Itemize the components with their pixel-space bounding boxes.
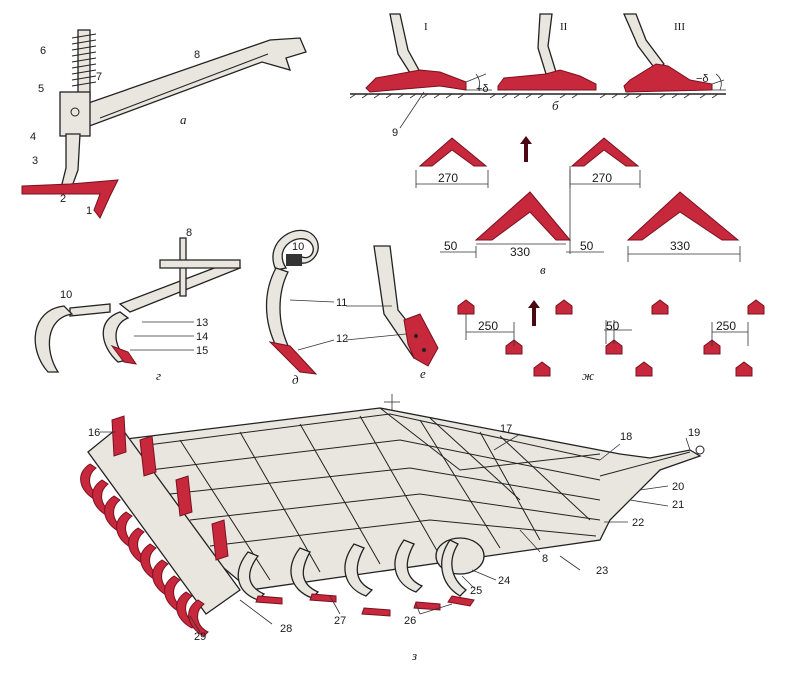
dim-50-left: 50 (444, 239, 458, 253)
label-2: 2 (60, 193, 66, 205)
sweep-III (623, 63, 713, 93)
sweep-II (497, 69, 597, 91)
label-11: 11 (336, 297, 347, 309)
panel-label-e: е (420, 366, 426, 381)
label-13: 13 (196, 317, 208, 329)
panel-zh-spacing: 250 50 250 ж (457, 299, 765, 383)
label-7: 7 (96, 71, 102, 83)
label-25: 25 (470, 585, 482, 597)
dim-250-right: 250 (716, 319, 736, 333)
panel-label-v: в (540, 262, 546, 277)
panel-label-b: б (552, 98, 559, 113)
label-29: 29 (194, 631, 206, 643)
tine-spring-10 (34, 305, 74, 373)
sweep-I (365, 69, 467, 93)
label-5: 5 (38, 83, 44, 95)
s-tine-11 (265, 267, 292, 351)
angle-minus-delta: −δ (696, 73, 709, 85)
dim-50-zh: 50 (606, 319, 620, 333)
tine-tips-26 (255, 593, 475, 617)
rake-harrow-teeth-29 (80, 415, 229, 637)
label-3: 3 (32, 155, 38, 167)
label-18: 18 (620, 431, 632, 443)
label-12: 12 (336, 333, 348, 345)
spring-rod-6 (77, 29, 91, 99)
panel-label-zh: ж (582, 368, 594, 383)
sweep-330-right (626, 191, 740, 241)
label-8-a: 8 (194, 49, 200, 61)
dim-270-left: 270 (438, 171, 458, 185)
sweep-blade-1 (21, 179, 119, 219)
label-20: 20 (672, 481, 684, 493)
label-17: 17 (500, 423, 512, 435)
label-8-g: 8 (186, 227, 192, 239)
label-10-g: 10 (60, 289, 72, 301)
label-1: 1 (86, 205, 92, 217)
dim-330-mid: 330 (510, 245, 530, 259)
label-27: 27 (334, 615, 346, 627)
label-28: 28 (280, 623, 292, 635)
roman-III: III (674, 21, 685, 33)
rake-harrow-bar (87, 425, 241, 615)
label-23: 23 (596, 565, 608, 577)
label-6: 6 (40, 45, 46, 57)
sweep-270-right (570, 137, 640, 167)
tine-rows (237, 539, 467, 601)
tine-tip-15 (110, 344, 138, 365)
label-26: 26 (404, 615, 416, 627)
panel-label-a: а (180, 112, 187, 127)
panel-label-z: з (411, 648, 417, 663)
label-22: 22 (632, 517, 644, 529)
sweep-330-left (474, 191, 572, 241)
label-14: 14 (196, 331, 208, 343)
dim-50-right: 50 (580, 239, 594, 253)
panel-d-s-tine: 10 11 12 д (265, 229, 348, 387)
dim-330-right: 330 (670, 239, 690, 253)
label-21: 21 (672, 499, 684, 511)
label-4: 4 (30, 131, 36, 143)
label-9: 9 (392, 127, 398, 139)
panel-e-shank: е (345, 245, 439, 381)
tine-markers (457, 299, 765, 377)
label-15: 15 (196, 345, 208, 357)
panel-label-d: д (292, 372, 299, 387)
panel-g-tine-mount: 8 10 13 14 15 г (34, 227, 242, 383)
clamp-10 (286, 254, 302, 266)
panel-a-tine-assembly: 6 7 5 4 3 2 1 8 а (21, 29, 307, 219)
label-8-z: 8 (542, 553, 548, 565)
sweep-270-left (418, 137, 488, 167)
direction-arrow-v (520, 136, 532, 162)
shank-point (403, 313, 439, 367)
label-16: 16 (88, 427, 100, 439)
s-tine-tip-12 (268, 341, 318, 375)
dim-250-left: 250 (478, 319, 498, 333)
label-10-d: 10 (292, 241, 304, 253)
panel-label-g: г (156, 368, 161, 383)
panel-b-sweep-angles: I II III +δ −δ б 9 (349, 13, 726, 139)
label-19: 19 (688, 427, 700, 439)
direction-arrow-zh (528, 300, 540, 326)
panel-z-cultivator: 16 17 18 19 20 21 22 8 23 24 25 26 27 28… (80, 394, 705, 663)
panel-v-sweep-layout: 270 270 50 330 50 330 в (415, 136, 741, 277)
roman-I: I (424, 21, 428, 33)
dim-270-right: 270 (592, 171, 612, 185)
rake-post-16 (111, 415, 127, 457)
bracket-5 (59, 91, 91, 137)
spring-coil (71, 33, 97, 87)
angle-plus-delta: +δ (476, 83, 489, 95)
label-24: 24 (498, 575, 510, 587)
roman-II: II (560, 21, 568, 33)
